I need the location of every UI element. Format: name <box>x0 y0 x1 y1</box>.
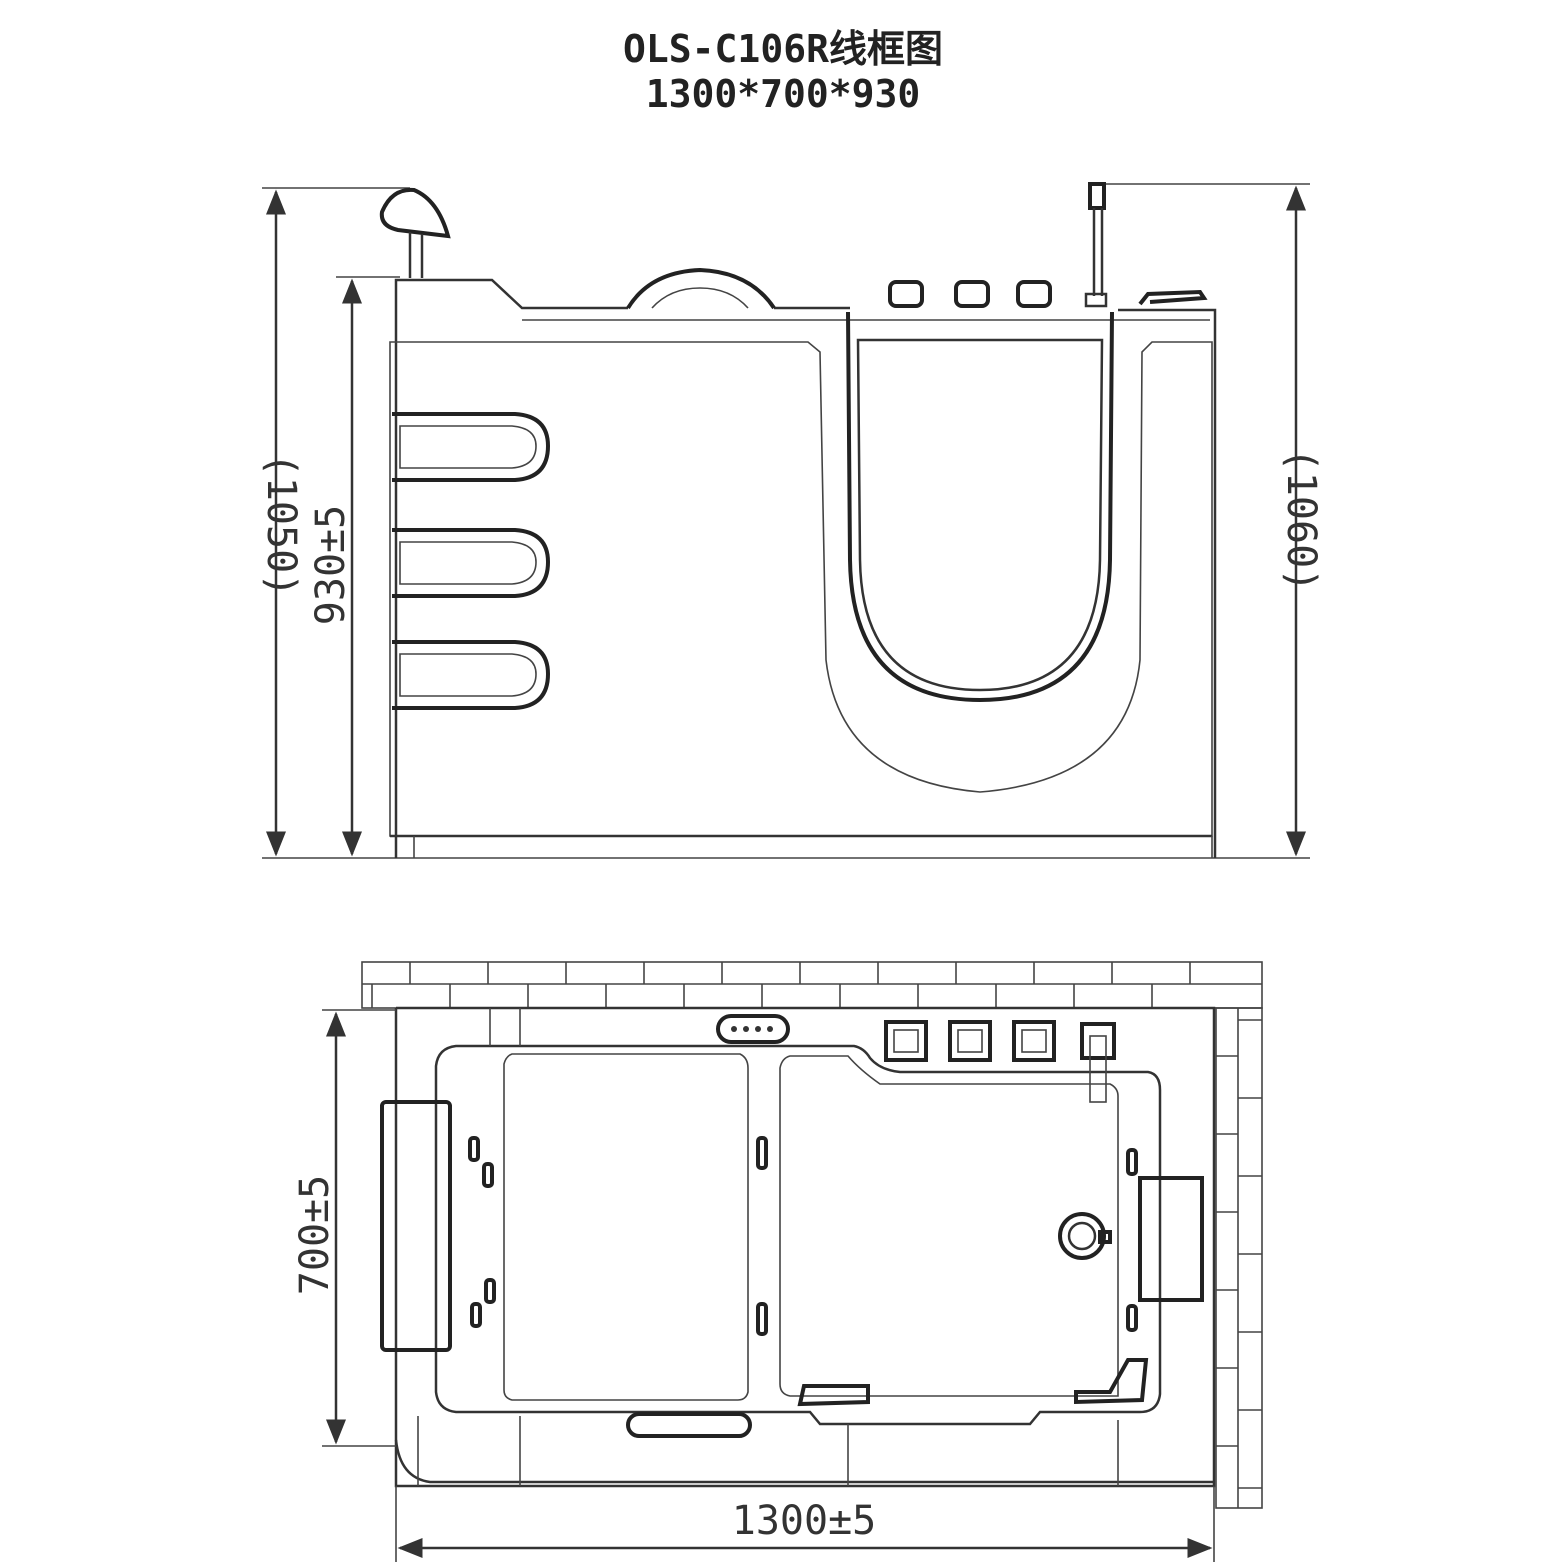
dim-label-height: 930±5 <box>308 505 354 625</box>
knob-icon <box>888 280 924 308</box>
pillow-icon <box>379 187 451 239</box>
jets <box>468 1136 1138 1336</box>
handle-icon <box>1074 1358 1149 1405</box>
jet-icon <box>1126 1304 1138 1332</box>
knob-icon <box>1016 280 1052 308</box>
jet-icon <box>1126 1148 1138 1176</box>
handle-icon <box>626 1412 752 1438</box>
tub-outline-top <box>394 1006 1216 1488</box>
grab-bar-icon <box>392 412 551 482</box>
pillow-right-icon <box>1138 1176 1204 1302</box>
control-knobs-top <box>884 1020 1116 1103</box>
knob-icon <box>884 1020 928 1062</box>
front-view: (1050) 930±5 (1060) <box>258 182 1324 859</box>
shower-head-icon <box>1088 182 1106 210</box>
knob-icon <box>954 280 990 308</box>
top-view: 700±5 1300±5 <box>292 961 1263 1562</box>
pillow-icon <box>380 1100 452 1352</box>
shower-holder-icon <box>1080 1022 1116 1060</box>
dim-label-total-left: (1050) <box>258 453 304 598</box>
jet-icon <box>484 1278 496 1304</box>
dim-label-length: 1300±5 <box>732 1498 877 1544</box>
jet-icon <box>470 1302 482 1328</box>
diagram-size: 1300*700*930 <box>645 72 921 116</box>
seat-area <box>503 1053 749 1401</box>
dim-label-total-right: (1060) <box>1278 448 1324 593</box>
knob-icon <box>1012 1020 1056 1062</box>
diagram-title: OLS-C106R线框图 <box>623 27 943 71</box>
control-panel-icon <box>716 1014 790 1044</box>
jet-icon <box>482 1162 494 1188</box>
control-knobs <box>888 280 1052 308</box>
jet-icon <box>468 1136 480 1162</box>
grab-bar-icon <box>392 640 551 710</box>
door-panel <box>856 338 1104 692</box>
tub-inner-panel <box>389 341 1213 837</box>
handle-icon <box>1138 289 1208 306</box>
knob-icon <box>948 1020 992 1062</box>
handle-icon <box>797 1384 870 1407</box>
jet-icon <box>756 1302 768 1336</box>
drain-icon <box>1058 1212 1106 1260</box>
tub-outline <box>394 278 1217 858</box>
door-outline <box>846 311 1114 703</box>
jet-icon <box>756 1136 768 1170</box>
grab-bars <box>392 412 551 710</box>
foot-well <box>779 1055 1119 1397</box>
dim-label-depth: 700±5 <box>292 1175 338 1295</box>
grab-bar-icon <box>392 528 551 598</box>
dome-icon <box>626 267 776 310</box>
basin-outline <box>434 1044 1162 1426</box>
brick-wall <box>361 961 1263 1509</box>
